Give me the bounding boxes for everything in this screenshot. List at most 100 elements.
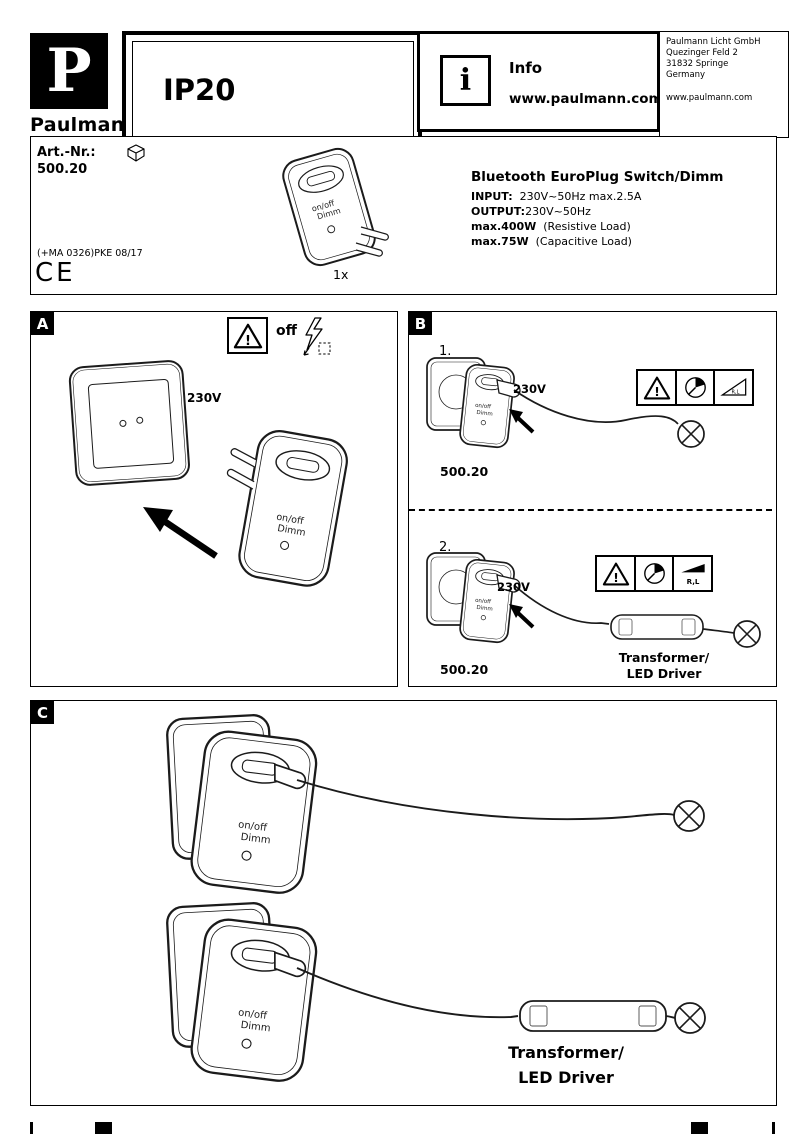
voltage-label-b2: 230V bbox=[497, 580, 530, 594]
unit1-illustration: on/off Dimm bbox=[166, 714, 705, 894]
dimmer-icon bbox=[643, 563, 665, 584]
address-line-3: 31832 Springe bbox=[666, 59, 729, 70]
warning-icon-strip-1: ! R,L bbox=[636, 369, 754, 406]
rl-load-icon-box: R,L bbox=[713, 369, 754, 406]
spec-max-resistive: max.400W (Resistive Load) bbox=[471, 219, 631, 233]
section-c-label: C bbox=[31, 701, 54, 724]
svg-text:!: ! bbox=[654, 385, 660, 399]
warning-triangle-icon: ! bbox=[233, 323, 262, 348]
dimmer-icon-box bbox=[674, 369, 716, 406]
info-icon: i bbox=[440, 55, 491, 106]
europlug-connector bbox=[496, 574, 521, 593]
cable bbox=[296, 779, 675, 821]
step2-illustration: on/off Dimm bbox=[426, 552, 761, 648]
plug-device-illustration-a: on/off Dimm bbox=[226, 430, 348, 587]
pointer-arrow bbox=[509, 604, 535, 629]
address-line-1: Paulmann Licht GmbH bbox=[666, 37, 761, 47]
unit2-illustration: on/off Dimm bbox=[166, 902, 706, 1082]
device-label-line2: Dimm bbox=[240, 832, 271, 847]
step1-illustration: on/off Dimm bbox=[426, 357, 705, 449]
cable bbox=[513, 389, 679, 425]
transformer-label-line2: LED Driver bbox=[626, 666, 702, 682]
info-url: www.paulmann.com bbox=[509, 91, 663, 107]
dashed-divider bbox=[409, 509, 772, 511]
dimmer-icon bbox=[684, 377, 706, 398]
transformer-label-c: Transformer/ LED Driver bbox=[476, 1041, 656, 1091]
transformer-label-line2: LED Driver bbox=[518, 1067, 614, 1087]
off-label: off bbox=[276, 323, 297, 339]
art-number-b1: 500.20 bbox=[440, 464, 489, 479]
product-spec-block: Bluetooth EuroPlug Switch/Dimm INPUT: 23… bbox=[471, 169, 724, 249]
info-box: i Info www.paulmann.com bbox=[417, 31, 663, 132]
warning-icon-group-a: ! off bbox=[227, 317, 332, 357]
device-label-line2: Dimm bbox=[476, 605, 493, 613]
ce-mark: CE bbox=[35, 258, 76, 288]
crop-mark bbox=[30, 1122, 33, 1134]
address-line-4: Germany bbox=[666, 70, 706, 81]
plug-pins bbox=[355, 226, 389, 257]
print-code: (+MA 0326)PKE 08/17 bbox=[37, 248, 143, 259]
wall-switch-illustration bbox=[68, 360, 190, 486]
rl-load-icon: R,L bbox=[719, 377, 746, 396]
art-number: 500.20 bbox=[37, 162, 88, 177]
spec-max-capacitive: max.75W (Capacitive Load) bbox=[471, 234, 632, 248]
address-url: www.paulmann.com bbox=[666, 93, 753, 104]
brand-name: Paulmann bbox=[30, 114, 139, 136]
art-number-b2: 500.20 bbox=[440, 662, 489, 677]
product-box: Art.-Nr.: 500.20 on/off Dimm 1x Bluetoot… bbox=[30, 136, 777, 295]
lamp-icon bbox=[673, 800, 705, 832]
spec-output: OUTPUT:230V~50Hz bbox=[471, 204, 591, 218]
section-b: B 1. on/off Dimm bbox=[408, 311, 777, 687]
cable bbox=[702, 628, 735, 634]
svg-text:R,L: R,L bbox=[686, 577, 699, 586]
device-label-line2: Dimm bbox=[276, 523, 306, 539]
info-label: Info bbox=[509, 59, 543, 77]
package-icon bbox=[127, 144, 145, 162]
pointer-arrow bbox=[509, 409, 535, 434]
dimmer-icon-box bbox=[633, 555, 675, 592]
address-line-2: Quezinger Feld 2 bbox=[666, 48, 738, 59]
device-label-line1: on/off bbox=[238, 819, 269, 834]
lamp-icon bbox=[733, 620, 761, 648]
crop-mark bbox=[772, 1122, 775, 1134]
section-c: C on/off Dimm bbox=[30, 700, 777, 1106]
address-box: Paulmann Licht GmbH Quezinger Feld 2 318… bbox=[659, 31, 789, 138]
svg-text:!: ! bbox=[245, 333, 251, 348]
section-a-label: A bbox=[31, 312, 54, 335]
device-label-line1: on/off bbox=[275, 512, 304, 528]
quantity: 1x bbox=[333, 267, 349, 282]
section-a: A ! off 230V bbox=[30, 311, 398, 687]
transformer-illustration bbox=[519, 1000, 667, 1032]
device-label-line2: Dimm bbox=[240, 1020, 271, 1035]
crop-mark bbox=[691, 1122, 708, 1134]
info-icon-letter: i bbox=[459, 62, 472, 98]
device-label-line1: on/off bbox=[238, 1007, 269, 1022]
warning-icon-strip-2: ! R,L bbox=[595, 555, 713, 592]
crop-mark bbox=[95, 1122, 112, 1134]
cable bbox=[296, 967, 519, 1019]
warning-triangle-icon: ! bbox=[643, 376, 670, 399]
transformer-illustration bbox=[610, 614, 704, 640]
brand-logo: P Paulmann bbox=[30, 33, 139, 136]
voltage-label-b1: 230V bbox=[513, 382, 546, 396]
lamp-icon bbox=[677, 420, 705, 448]
device-label-line1: on/off bbox=[475, 403, 492, 411]
ip-rating-inner-frame: IP20 bbox=[132, 41, 414, 138]
brand-logo-letter: P bbox=[46, 36, 92, 106]
svg-text:!: ! bbox=[613, 571, 619, 585]
voltage-label-a: 230V bbox=[187, 391, 222, 405]
step2-number: 2. bbox=[439, 540, 452, 555]
europlug-connector bbox=[496, 379, 521, 398]
spec-input: INPUT: 230V~50Hz max.2.5A bbox=[471, 190, 642, 203]
direction-arrow bbox=[143, 507, 218, 559]
ip-rating-box: IP20 bbox=[122, 31, 422, 146]
cable bbox=[513, 584, 610, 625]
svg-text:R,L: R,L bbox=[731, 389, 739, 395]
brand-logo-box: P bbox=[30, 33, 108, 109]
device-label-line1: on/off bbox=[475, 598, 492, 606]
rl-dimmer-icon-box: R,L bbox=[672, 555, 713, 592]
warning-triangle-box: ! bbox=[227, 317, 268, 354]
warning-triangle-icon: ! bbox=[602, 562, 629, 585]
lamp-icon bbox=[674, 1002, 706, 1034]
art-number-label: Art.-Nr.: bbox=[37, 145, 96, 160]
